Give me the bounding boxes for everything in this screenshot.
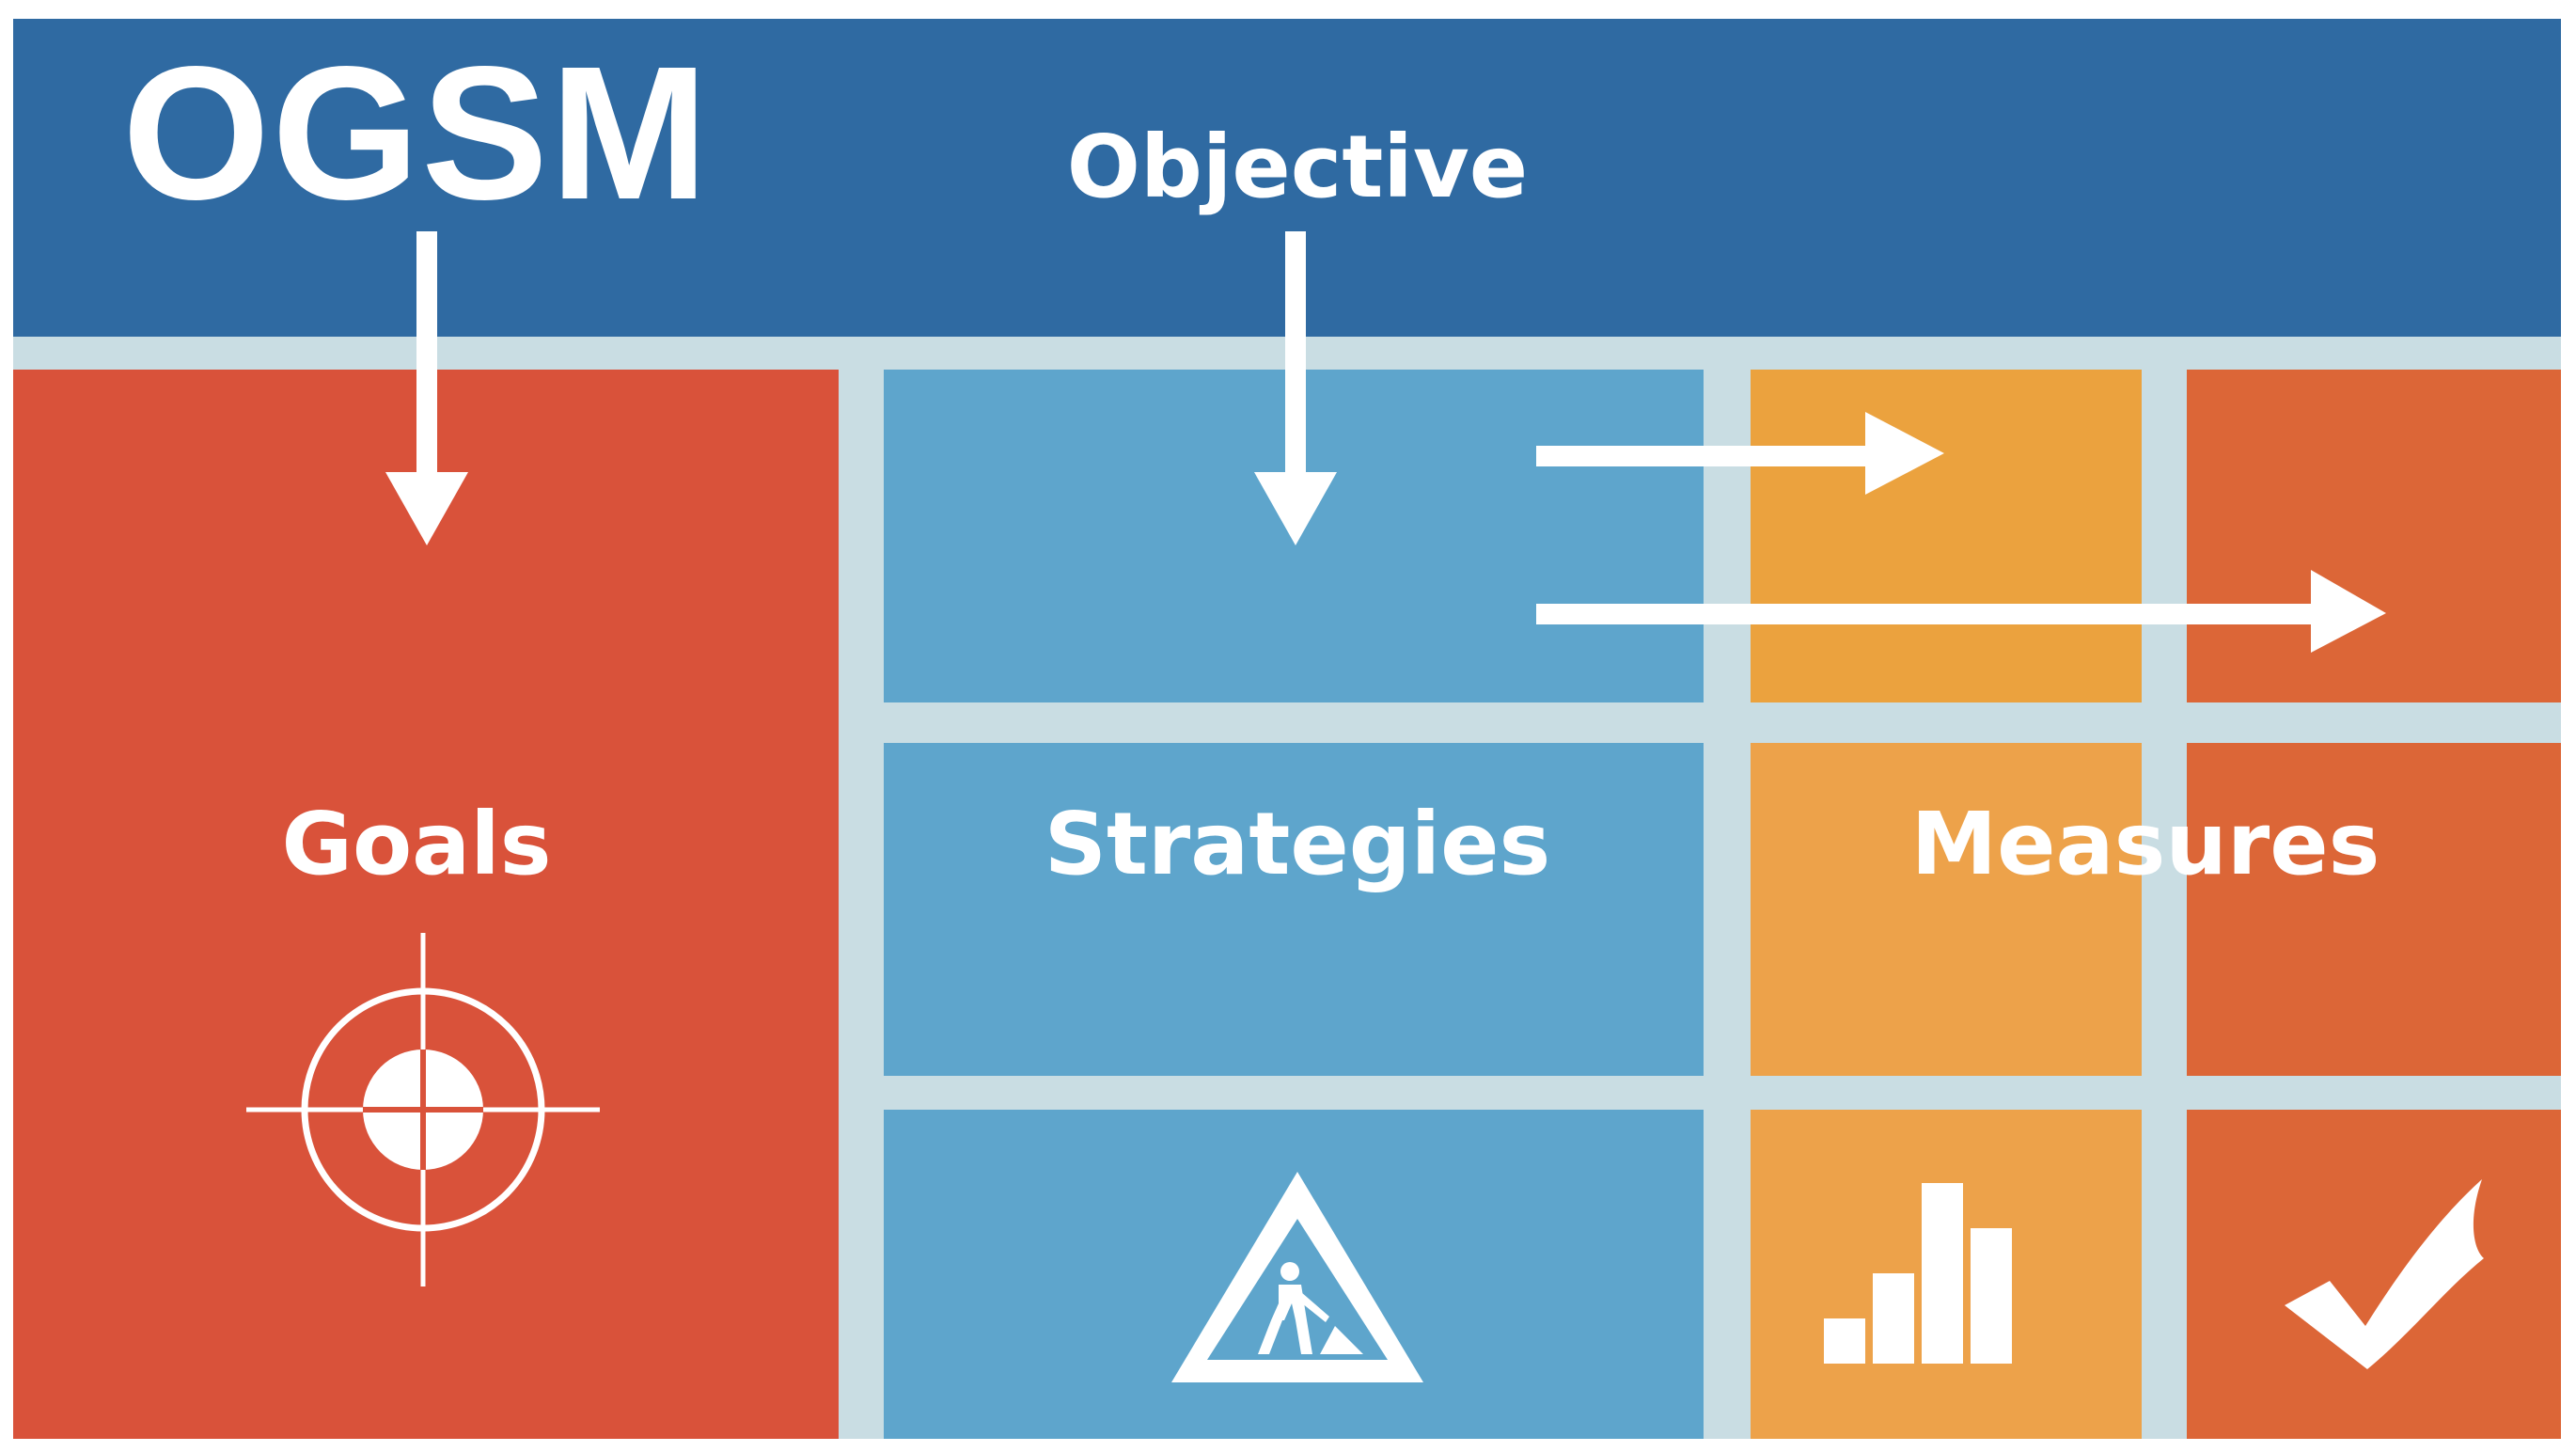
- measures-left-cell-top: [1751, 370, 2142, 702]
- goals-label: Goals: [281, 794, 552, 894]
- bar-chart-bar: [1922, 1183, 1963, 1364]
- measures-right-cell-top: [2187, 370, 2561, 702]
- objective-label: Objective: [1066, 117, 1529, 217]
- diagram-title: OGSM: [122, 26, 711, 239]
- arrow-down-strategies-icon: [1254, 231, 1337, 545]
- measures-left-cell-middle: [1751, 743, 2142, 1076]
- bar-chart-icon: [1824, 1183, 2012, 1364]
- arrow-down-goals-icon: [385, 231, 468, 545]
- goals-column: [13, 370, 839, 1439]
- measures-right-cell-bottom: [2187, 1110, 2561, 1439]
- strategies-label: Strategies: [1044, 794, 1551, 894]
- measures-label: Measures: [1910, 794, 2380, 894]
- strategies-cell-middle: [884, 743, 1704, 1076]
- road-work-warning-icon: [1171, 1172, 1423, 1382]
- arrow-right-measures-right-icon: [1536, 570, 2386, 653]
- bar-chart-bar: [1873, 1273, 1914, 1364]
- checkmark-icon: [2285, 1179, 2484, 1369]
- bar-chart-bar: [1971, 1228, 2012, 1364]
- measures-right-cell-middle: [2187, 743, 2561, 1076]
- target-crosshair-icon: [246, 933, 600, 1286]
- arrow-right-measures-left-icon: [1536, 412, 1944, 495]
- bar-chart-bar: [1824, 1318, 1865, 1364]
